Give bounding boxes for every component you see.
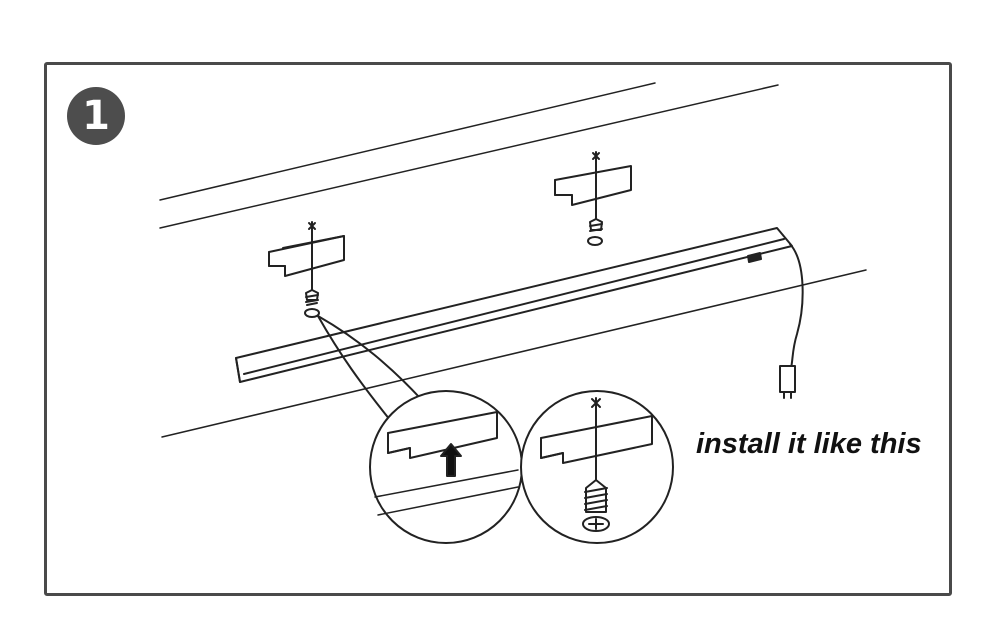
screw-icon — [582, 479, 610, 532]
up-arrow-icon — [440, 443, 462, 477]
cabinet-edge-lines — [159, 82, 867, 438]
mounting-clip-right — [554, 151, 632, 223]
detail-view-screw — [520, 390, 674, 544]
screw-right — [587, 218, 603, 246]
callout-pointer — [317, 315, 421, 421]
detail-view-clip — [369, 390, 523, 544]
screw-left — [304, 289, 320, 318]
power-cord — [779, 243, 804, 399]
mounting-clip-left — [268, 221, 345, 293]
install-caption: install it like this — [696, 428, 922, 460]
step-number-badge: 1 — [67, 87, 125, 145]
